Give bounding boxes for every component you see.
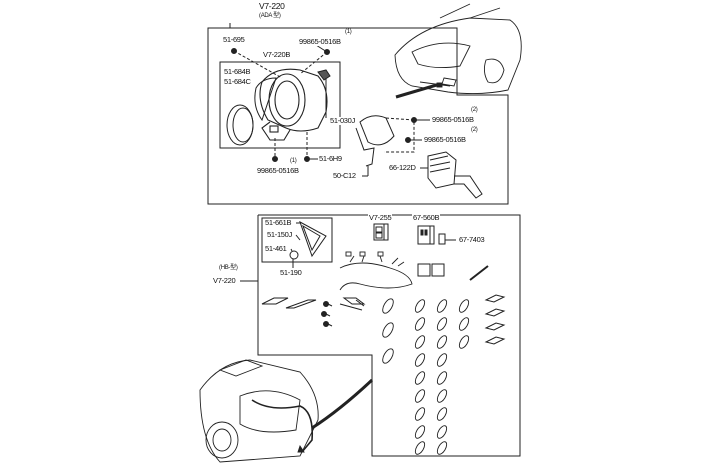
part-label: 50-C12 — [332, 171, 357, 180]
part-label: 99865-0516B — [423, 135, 467, 144]
part-label: V7-220B — [262, 50, 292, 59]
bezel — [254, 77, 277, 122]
part-label: 51-684B — [223, 67, 252, 76]
bottom-kit-note: (HB-型) — [218, 265, 239, 272]
tapes-and-screws — [261, 297, 366, 327]
part-label: 51-684C — [223, 77, 252, 86]
part-label: 51-030J — [329, 116, 357, 125]
bottom-kit-code: V7-220 — [212, 276, 237, 285]
harness-subkit-frame — [261, 217, 333, 263]
part-qty: (1) — [344, 29, 353, 36]
cable-ties — [382, 297, 470, 457]
connectors — [417, 263, 489, 281]
part-label: 67-7403 — [458, 235, 486, 244]
fog-lamp-lens — [226, 104, 254, 146]
part-label: 51-461 — [264, 244, 288, 253]
part-label: 99865-0516B — [256, 166, 300, 175]
part-label: 51-150J — [266, 230, 294, 239]
bottom-kit-frame — [240, 214, 521, 457]
adhesive-pads — [484, 294, 506, 345]
screw-99865-0516B-a — [299, 44, 330, 75]
part-label: 51-6H9 — [318, 154, 343, 163]
relay-67-560B — [417, 225, 435, 245]
screw-99865-lower — [272, 156, 278, 162]
screw-51-695 — [231, 48, 283, 79]
part-label: V7-255 — [368, 213, 393, 222]
lamp-subkit-frame — [219, 61, 341, 149]
part-label: 99865-0516B — [298, 37, 342, 46]
bracket-50-C12 — [355, 115, 430, 177]
part-label: 99865-0516B — [431, 115, 475, 124]
connector-51-030J — [317, 69, 331, 118]
switch-66-122D — [420, 151, 483, 199]
bracket-51-661B — [289, 220, 327, 268]
part-qty: (1) — [289, 158, 298, 165]
part-label: 51-661B — [264, 218, 293, 227]
part-qty: (2) — [470, 127, 479, 134]
top-kit-code: V7-220 — [258, 1, 286, 11]
top-kit-frame — [207, 23, 509, 205]
fog-lamp-housing — [259, 68, 328, 141]
part-label: 66-122D — [388, 163, 417, 172]
screw-51-6H9 — [304, 156, 310, 162]
part-label: 51-190 — [279, 268, 303, 277]
part-label: 67-560B — [412, 213, 441, 222]
wire-harness — [339, 251, 413, 291]
front-car-illustration — [394, 3, 522, 99]
part-label: 51-695 — [222, 35, 246, 44]
part-qty: (2) — [470, 107, 479, 114]
fuse-67-7403 — [438, 233, 456, 245]
rear-car-illustration — [199, 359, 374, 463]
top-kit-note: (ADA 型) — [258, 13, 282, 20]
switch-V7-255 — [373, 223, 389, 241]
